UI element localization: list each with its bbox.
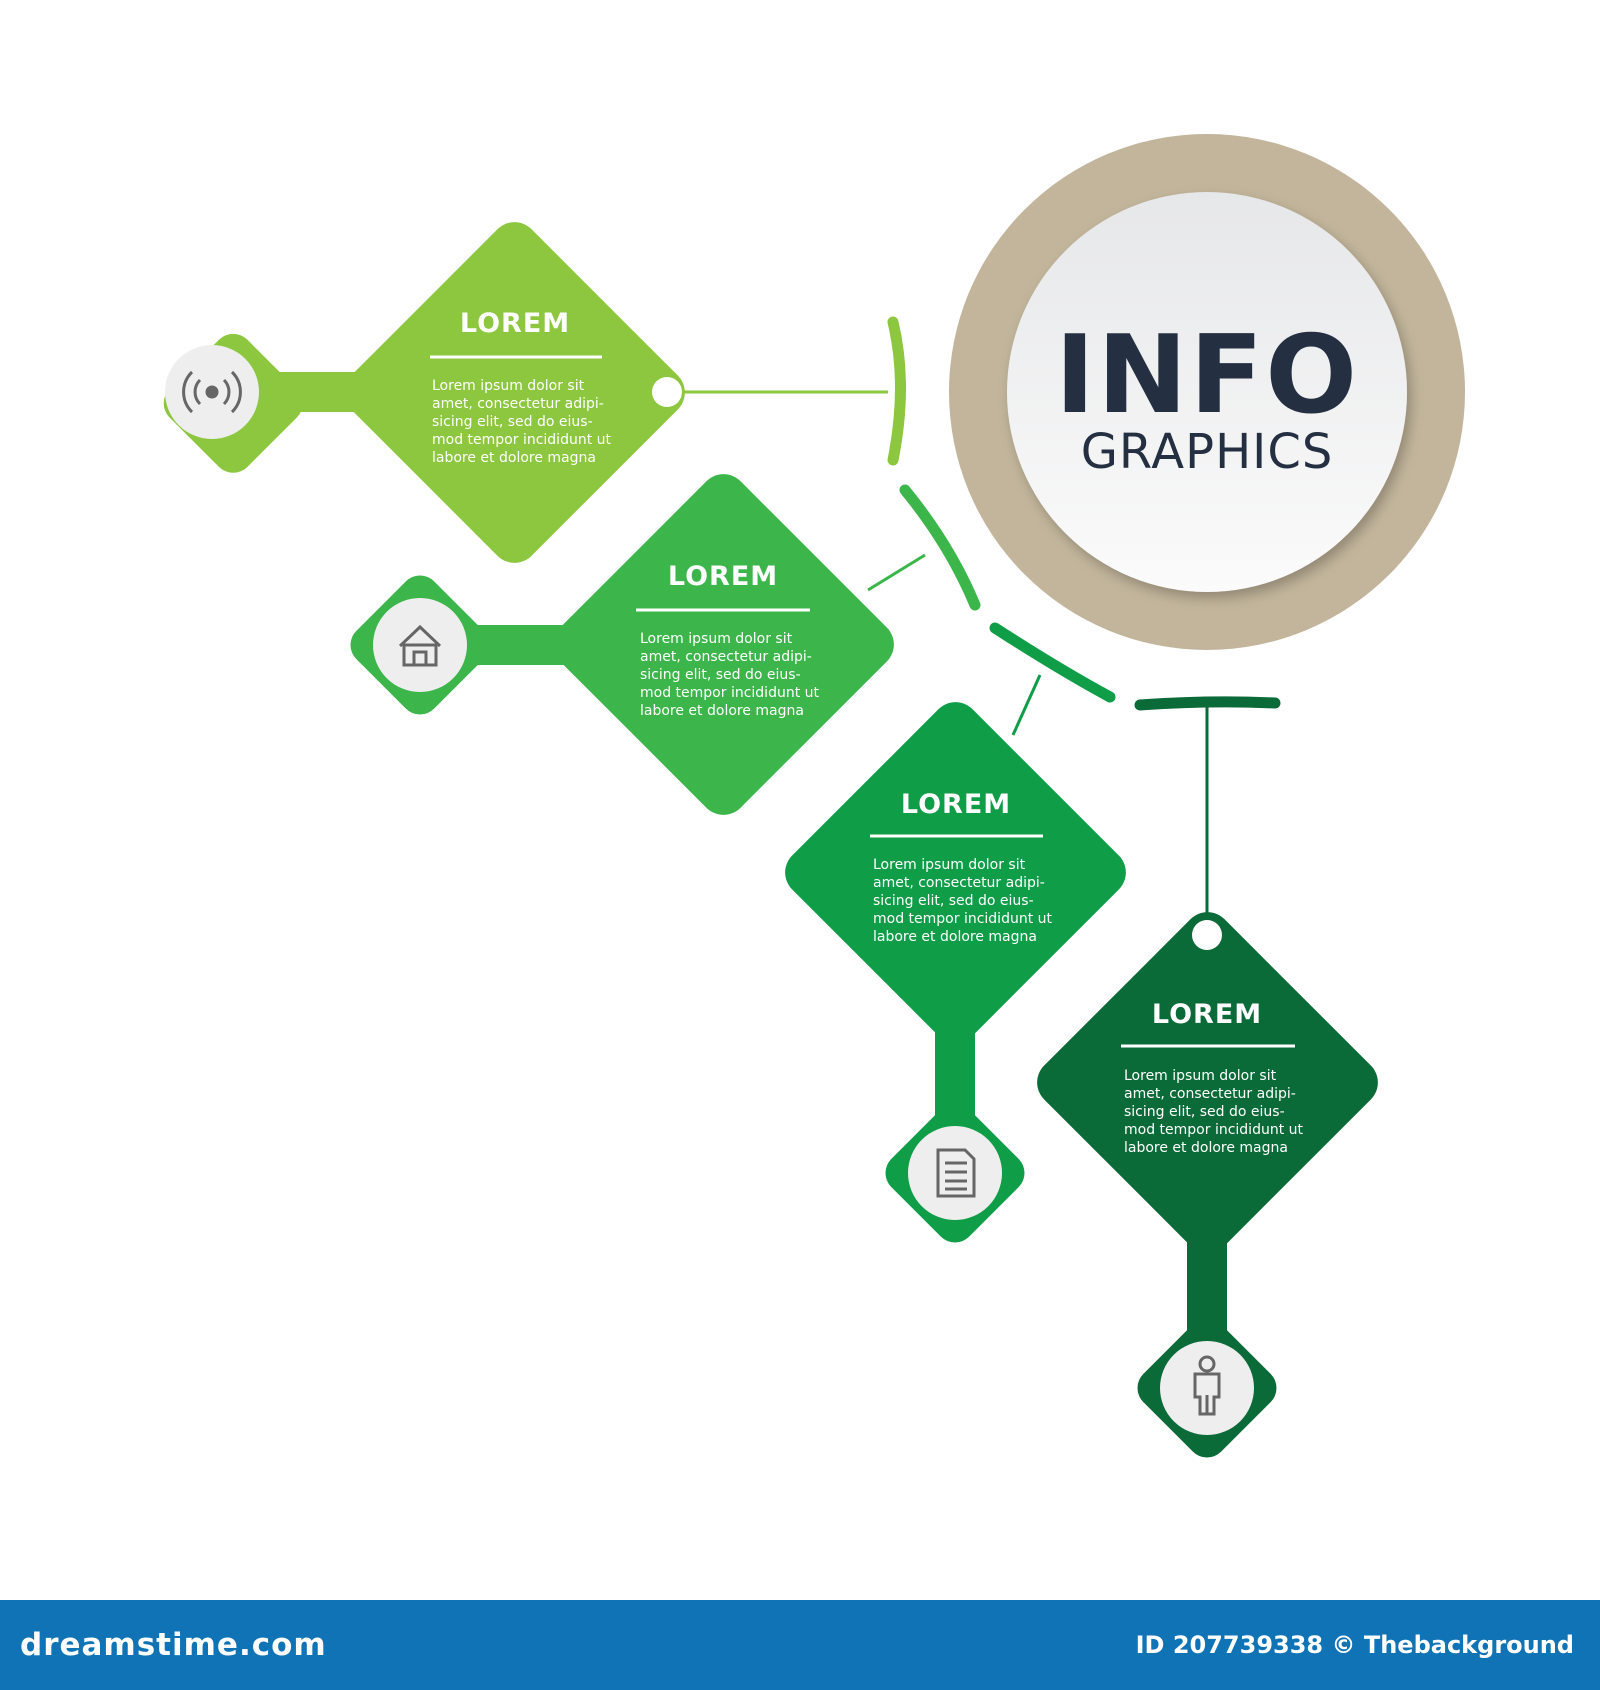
connector-3 xyxy=(1011,674,1042,736)
center-disc xyxy=(1007,192,1407,592)
card-4-icon-disc xyxy=(1160,1341,1254,1435)
connectors xyxy=(668,316,1281,935)
card-1-text-1: Lorem ipsum dolor sit xyxy=(432,378,585,394)
card-2-diamond xyxy=(553,474,894,815)
card-3-diamond xyxy=(785,702,1126,1043)
card-3-title: LOREM xyxy=(901,789,1011,820)
person-icon xyxy=(1193,1355,1221,1416)
card-4-text-5: labore et dolore magna xyxy=(1124,1140,1288,1156)
card-1-text-5: labore et dolore magna xyxy=(432,450,596,466)
arc-segment-4 xyxy=(1134,696,1281,711)
card-3-text-1: Lorem ipsum dolor sit xyxy=(873,857,1026,873)
card-3-text-3: sicing elit, sed do eius- xyxy=(873,893,1034,909)
card-1-text-4: mod tempor incididunt ut xyxy=(432,432,612,448)
card-2-text-5: labore et dolore magna xyxy=(640,703,804,719)
card-1-text-2: amet, consectetur adipi- xyxy=(432,396,604,412)
card-2-title: LOREM xyxy=(668,561,778,592)
footer-brand: dreamstime.com xyxy=(20,1627,327,1663)
card-1-pin xyxy=(652,377,682,407)
card-4-text-3: sicing elit, sed do eius- xyxy=(1124,1104,1285,1120)
document-icon xyxy=(936,1148,976,1198)
arc-segment-1 xyxy=(887,316,906,466)
card-2-text-1: Lorem ipsum dolor sit xyxy=(640,631,793,647)
card-4: LOREM Lorem ipsum dolor sit amet, consec… xyxy=(1037,912,1378,1458)
card-3: LOREM Lorem ipsum dolor sit amet, consec… xyxy=(785,702,1126,1243)
center-badge: INFO GRAPHICS xyxy=(949,134,1465,650)
watermark-footer: dreamstime.com ID 207739338 © Thebackgro… xyxy=(0,1600,1600,1690)
card-2-text-4: mod tempor incididunt ut xyxy=(640,685,820,701)
arc-segment-2 xyxy=(899,484,981,611)
card-4-text-1: Lorem ipsum dolor sit xyxy=(1124,1068,1277,1084)
card-2-text-2: amet, consectetur adipi- xyxy=(640,649,812,665)
card-1: LOREM Lorem ipsum dolor sit amet, consec… xyxy=(163,222,685,563)
card-2-text-3: sicing elit, sed do eius- xyxy=(640,667,801,683)
footer-image-id: ID 207739338 © Thebackground xyxy=(1135,1631,1574,1659)
card-1-text-3: sicing elit, sed do eius- xyxy=(432,414,593,430)
center-title-graphics: GRAPHICS xyxy=(1081,424,1334,480)
card-4-diamond xyxy=(1037,912,1378,1253)
card-1-diamond xyxy=(344,222,685,563)
card-1-title: LOREM xyxy=(460,308,570,339)
card-3-text-4: mod tempor incididunt ut xyxy=(873,911,1053,927)
card-4-title: LOREM xyxy=(1152,999,1262,1030)
card-3-text-2: amet, consectetur adipi- xyxy=(873,875,1045,891)
signal-icon xyxy=(182,370,242,414)
card-2: LOREM Lorem ipsum dolor sit amet, consec… xyxy=(350,474,894,815)
card-4-text-4: mod tempor incididunt ut xyxy=(1124,1122,1304,1138)
arc-segment-3 xyxy=(989,622,1116,703)
card-3-text-5: labore et dolore magna xyxy=(873,929,1037,945)
center-title-info: INFO xyxy=(1055,313,1359,438)
card-4-pin xyxy=(1192,920,1222,950)
card-4-text-2: amet, consectetur adipi- xyxy=(1124,1086,1296,1102)
house-icon xyxy=(398,624,442,667)
connector-2 xyxy=(867,553,926,592)
